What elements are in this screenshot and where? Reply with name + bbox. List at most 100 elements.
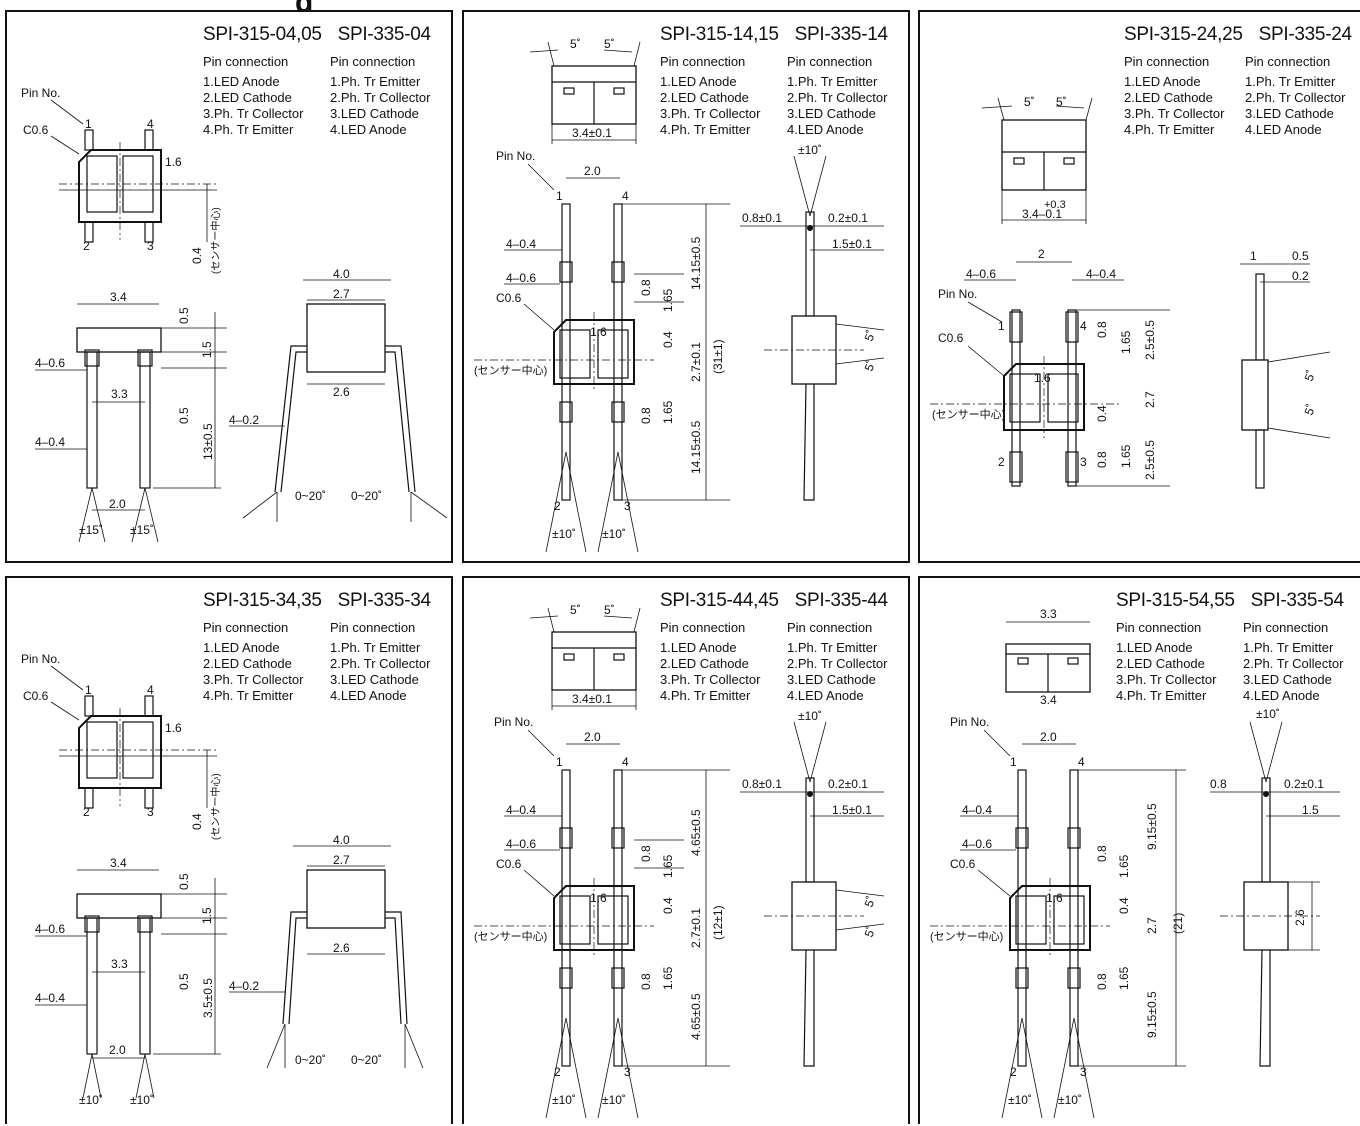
dim-2-0: 2.0 bbox=[584, 730, 601, 744]
angle-left: ±10˚ bbox=[552, 1093, 576, 1107]
dim-2-7: 2.7±0.1 bbox=[689, 908, 703, 948]
dim-4-0-4: 4–0.4 bbox=[1086, 267, 1116, 281]
angle-left: ±10˚ bbox=[1008, 1093, 1032, 1107]
dim-4-0-6: 4–0.6 bbox=[506, 837, 536, 851]
svg-text:1: 1 bbox=[85, 117, 92, 131]
chamfer-label: C0.6 bbox=[496, 291, 522, 305]
dim-4-0-4: 4–0.4 bbox=[962, 803, 992, 817]
part-number-right: SPI-335-54 bbox=[1250, 590, 1344, 611]
dim-0-5: 0.5 bbox=[177, 873, 191, 890]
sensor-center-label: (センサー中心) bbox=[474, 930, 547, 943]
pin-item: 4.LED Anode bbox=[787, 688, 864, 703]
pin-item: 2.Ph. Tr Collector bbox=[330, 656, 431, 671]
drawing-panel-spi-315-44: SPI-315-44,45 SPI-335-44 Pin connection … bbox=[462, 576, 910, 1124]
dim-4-0-4: 4–0.4 bbox=[35, 435, 65, 449]
pin-item: 4.LED Anode bbox=[330, 122, 407, 137]
dim-2: 2 bbox=[1038, 247, 1045, 261]
pin-heading: Pin connection bbox=[1245, 54, 1331, 69]
pin-item: 3.Ph. Tr Collector bbox=[660, 672, 761, 687]
pin-heading: Pin connection bbox=[203, 620, 289, 635]
lead-length: 13±0.5 bbox=[201, 423, 215, 460]
side-angle-5a: 5˚ bbox=[1302, 368, 1319, 383]
front-view: 3.4 0.5 1.5 0.5 3.5±0.5 4–0.6 3.3 4–0.4 … bbox=[35, 856, 227, 1107]
angle-5-left: 5˚ bbox=[570, 603, 581, 617]
panel-header: SPI-315-14,15 SPI-335-14 bbox=[660, 24, 888, 46]
pin-item: 3.Ph. Tr Collector bbox=[203, 672, 304, 687]
pin-heading: Pin connection bbox=[1124, 54, 1210, 69]
dim-1-6: 1.6 bbox=[590, 325, 607, 339]
pin-connection-right: Pin connection 1.Ph. Tr Emitter 2.Ph. Tr… bbox=[787, 54, 887, 138]
side-0-8: 0.8±0.1 bbox=[742, 777, 782, 791]
dim-2-5-upper: 2.5±0.5 bbox=[1143, 320, 1157, 360]
side-angle-10: ±10˚ bbox=[1256, 707, 1280, 721]
drawing-panel-spi-315-14: SPI-315-14,15 SPI-335-14 Pin connection … bbox=[462, 10, 910, 563]
pin-connection-left: Pin connection 1.LED Anode 2.LED Cathode… bbox=[203, 54, 303, 138]
angle-right: ±10˚ bbox=[602, 1093, 626, 1107]
angle-right: ±10˚ bbox=[1058, 1093, 1082, 1107]
part-number-left: SPI-315-44,45 bbox=[660, 590, 779, 611]
pin-4-label: 4 bbox=[622, 755, 629, 769]
dim-4-0-6: 4–0.6 bbox=[35, 356, 65, 370]
pin-item: 1.LED Anode bbox=[660, 74, 737, 89]
svg-text:3: 3 bbox=[147, 239, 154, 253]
dim-2-7: 2.7 bbox=[333, 287, 350, 301]
sensor-center-label: (センサー中心) bbox=[930, 930, 1003, 943]
pin-item: 1.Ph. Tr Emitter bbox=[1245, 74, 1336, 89]
side-view: 1 0.5 0.2 5˚ 5˚ bbox=[1240, 249, 1331, 489]
angle-5-right: 5˚ bbox=[1056, 95, 1067, 109]
side-angle-5b: 5˚ bbox=[1302, 402, 1319, 417]
part-number-right: SPI-335-44 bbox=[794, 590, 888, 611]
side-angle-5a: 5˚ bbox=[862, 894, 879, 909]
total-length: (31±1) bbox=[711, 339, 725, 374]
angle-left: ±10˚ bbox=[79, 1093, 103, 1107]
side-angle-10: ±10˚ bbox=[798, 709, 822, 723]
pin-item: 1.LED Anode bbox=[203, 74, 280, 89]
top-view: 5˚ 5˚ 3.4±0.1 bbox=[529, 37, 641, 144]
dim-1-6: 1.6 bbox=[165, 155, 182, 169]
side-0-2: 0.2±0.1 bbox=[1284, 777, 1324, 791]
pin-1-label: 1 bbox=[556, 189, 563, 203]
pin-item: 3.LED Cathode bbox=[787, 672, 876, 687]
chamfer-label: C0.6 bbox=[23, 123, 49, 137]
pin-connection-left: Pin connection 1.LED Anode 2.LED Cathode… bbox=[1116, 620, 1216, 704]
dim-2-7: 2.7±0.1 bbox=[689, 342, 703, 382]
dim-2-5-lower: 2.5±0.5 bbox=[1143, 440, 1157, 480]
pin-item: 3.LED Cathode bbox=[330, 672, 419, 687]
pin-item: 4.LED Anode bbox=[1245, 122, 1322, 137]
pin-item: 1.LED Anode bbox=[203, 640, 280, 655]
dim-lead-upper: 9.15±0.5 bbox=[1145, 803, 1159, 850]
side-view: 4.0 2.7 2.6 4–0.2 0~20˚ 0~20˚ bbox=[229, 833, 424, 1069]
pin-heading: Pin connection bbox=[660, 620, 746, 635]
dim-1-65: 1.65 bbox=[1117, 854, 1131, 878]
pin-2-label: 2 bbox=[1010, 1065, 1017, 1079]
pin-heading: Pin connection bbox=[203, 54, 289, 69]
pin-item: 3.LED Cathode bbox=[787, 106, 876, 121]
dim-2-7: 2.7 bbox=[1143, 391, 1157, 408]
dim-3-4: 3.4 bbox=[110, 856, 127, 870]
side-1-5: 1.5±0.1 bbox=[832, 237, 872, 251]
pin-3-label: 3 bbox=[624, 1065, 631, 1079]
dim-4-0-6: 4–0.6 bbox=[506, 271, 536, 285]
dim-0-8b: 0.8 bbox=[1095, 973, 1109, 990]
pin-item: 2.Ph. Tr Collector bbox=[787, 90, 888, 105]
pin-item: 1.LED Anode bbox=[1116, 640, 1193, 655]
pin-heading: Pin connection bbox=[330, 620, 416, 635]
angle-5-left: 5˚ bbox=[1024, 95, 1035, 109]
pin-item: 2.Ph. Tr Collector bbox=[1245, 90, 1346, 105]
dim-4-0-4: 4–0.4 bbox=[506, 803, 536, 817]
side-0-2: 0.2±0.1 bbox=[828, 211, 868, 225]
side-0-5: 0.5 bbox=[1292, 249, 1309, 263]
dim-2-0: 2.0 bbox=[109, 497, 126, 511]
dim-1-65b: 1.65 bbox=[661, 966, 675, 990]
side-0-8: 0.8 bbox=[1210, 777, 1227, 791]
pin-connection-right: Pin connection 1.Ph. Tr Emitter 2.Ph. Tr… bbox=[1243, 620, 1343, 704]
pin-connection-right: Pin connection 1.Ph. Tr Emitter 2.Ph. Tr… bbox=[330, 54, 430, 138]
pin-item: 1.Ph. Tr Emitter bbox=[787, 640, 878, 655]
pin-heading: Pin connection bbox=[1116, 620, 1202, 635]
dim-0-8b: 0.8 bbox=[639, 407, 653, 424]
part-number-left: SPI-315-24,25 bbox=[1124, 24, 1243, 45]
drawing-panel-spi-315-24: SPI-315-24,25 SPI-335-24 Pin connection … bbox=[918, 10, 1360, 563]
dim-1-65b: 1.65 bbox=[661, 400, 675, 424]
dim-1-65: 1.65 bbox=[661, 288, 675, 312]
svg-text:3: 3 bbox=[147, 805, 154, 819]
